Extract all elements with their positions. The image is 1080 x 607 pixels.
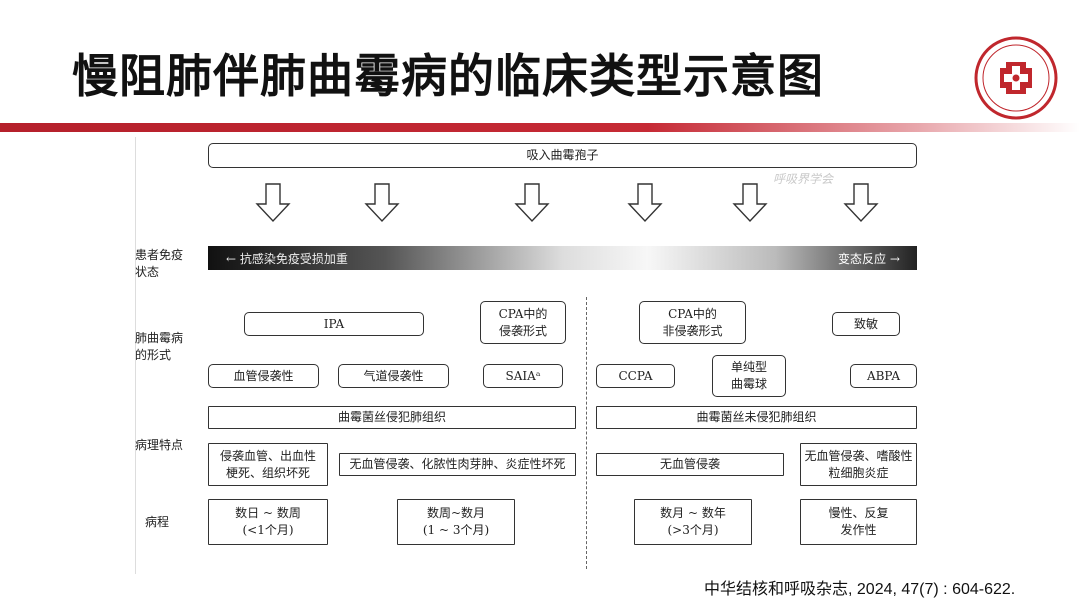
immune-bar-right-label: 变态反应 → — [838, 252, 900, 266]
course-box-2: 数周~数月 (1 ~ 3个月) — [397, 499, 515, 545]
immune-bar-left-label: ← 抗感染免疫受损加重 — [226, 252, 348, 266]
ipa-box: IPA — [244, 312, 424, 336]
cpa-noninvasive-box: CPA中的 非侵袭形式 — [639, 301, 746, 344]
cpa-invasive-box: CPA中的 侵袭形式 — [480, 301, 566, 344]
course-box-1: 数日 ~ 数周 (<1个月) — [208, 499, 328, 545]
pathology-box-3: 无血管侵袭 — [596, 453, 784, 476]
row-label-pathology: 病理特点 — [135, 438, 184, 452]
row-label-course: 病程 — [145, 515, 170, 529]
dashed-divider — [586, 297, 587, 569]
down-arrow-icon — [732, 183, 768, 223]
course-box-3: 数月 ~ 数年 (>3个月) — [634, 499, 752, 545]
page-title: 慢阻肺伴肺曲霉病的临床类型示意图 — [72, 49, 824, 103]
down-arrow-icon — [255, 183, 291, 223]
down-arrow-icon — [514, 183, 550, 223]
header-divider — [0, 123, 1080, 132]
row-label-forms: 肺曲霉病 的形式 — [135, 331, 184, 362]
row-label-immune: 患者免疫 状态 — [135, 248, 184, 279]
pathology-box-4: 无血管侵袭、嗜酸性 粒细胞炎症 — [800, 443, 917, 486]
down-arrow-icon — [627, 183, 663, 223]
immune-gradient-bar — [208, 246, 917, 270]
hyphae-noninvade-box: 曲霉菌丝未侵犯肺组织 — [596, 406, 917, 429]
airway-invasive-box: 气道侵袭性 — [338, 364, 449, 388]
down-arrow-icon — [364, 183, 400, 223]
down-arrow-icon — [843, 183, 879, 223]
aspergilloma-box: 单纯型 曲霉球 — [712, 355, 786, 397]
watermark: 呼吸界学会 — [773, 172, 834, 186]
saia-box: SAIAᵃ — [483, 364, 563, 388]
pathology-box-1: 侵袭血管、出血性 梗死、组织坏死 — [208, 443, 328, 486]
ccpa-box: CCPA — [596, 364, 675, 388]
citation: 中华结核和呼吸杂志, 2024, 47(7) : 604-622. — [704, 581, 1016, 598]
course-box-4: 慢性、反复 发作性 — [800, 499, 917, 545]
hyphae-invade-box: 曲霉菌丝侵犯肺组织 — [208, 406, 576, 429]
abpa-box: ABPA — [850, 364, 917, 388]
pathology-box-2: 无血管侵袭、化脓性肉芽肿、炎症性坏死 — [339, 453, 576, 476]
sensitization-box: 致敏 — [832, 312, 900, 336]
vascular-invasive-box: 血管侵袭性 — [208, 364, 319, 388]
hospital-logo — [974, 36, 1058, 120]
inhale-spores-box: 吸入曲霉孢子 — [208, 143, 917, 168]
